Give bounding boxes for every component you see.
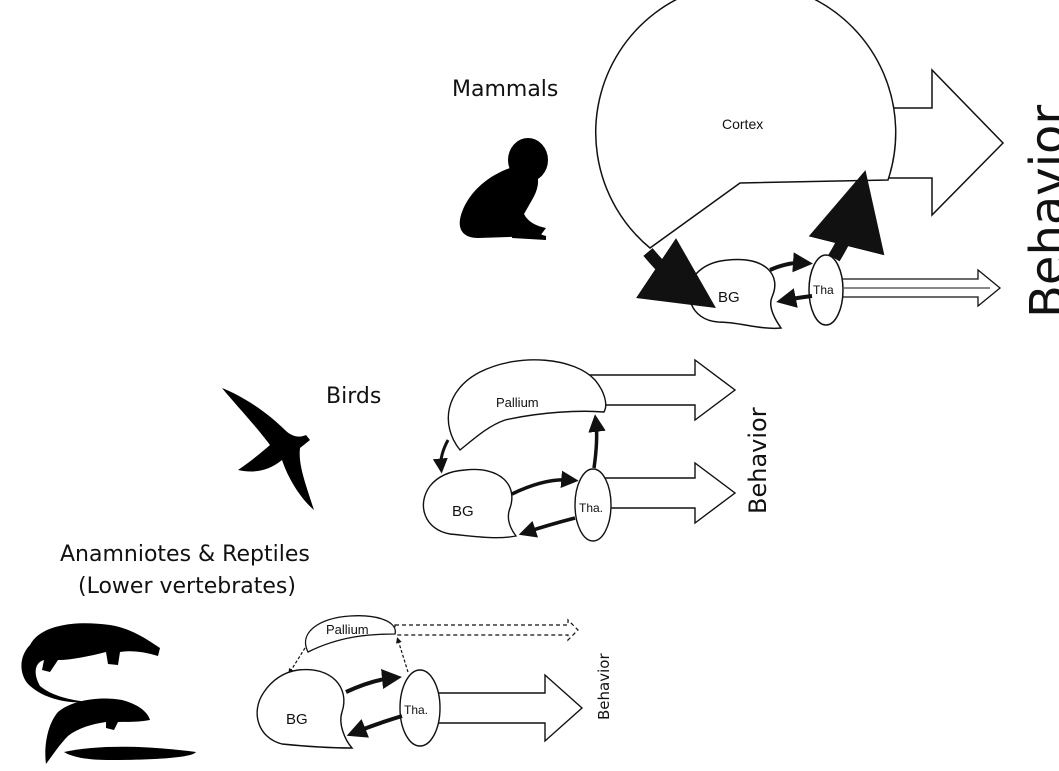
monkey-silhouette-icon bbox=[459, 138, 548, 240]
salamander-silhouette-icon bbox=[45, 698, 151, 764]
birds-tha-to-bg-arrow bbox=[518, 516, 576, 538]
birds-pallium-shape bbox=[447, 359, 607, 451]
mammals-group: Cortex BG Tha bbox=[459, 0, 1005, 330]
mammals-bg-to-tha-arrow bbox=[769, 252, 813, 273]
birds-bg-shape bbox=[422, 468, 518, 539]
birds-group: Pallium BG Tha. bbox=[222, 358, 737, 542]
mammals-cortex-label: Cortex bbox=[722, 116, 763, 132]
lower-pallium-label: Pallium bbox=[326, 622, 369, 637]
birds-tha-to-pallium-arrow bbox=[588, 414, 606, 469]
mammals-cortex-shape bbox=[594, 0, 897, 249]
birds-pallium-to-bg-arrow bbox=[432, 439, 450, 474]
birds-bg-label: BG bbox=[452, 503, 474, 520]
mammals-cortex-to-bg-arrow bbox=[636, 238, 716, 308]
lower-group: Pallium BG Tha. bbox=[21, 615, 584, 764]
birds-tha-label: Tha. bbox=[579, 501, 603, 515]
birds-bg-to-tha-arrow bbox=[511, 470, 579, 496]
lower-tha-label: Tha. bbox=[404, 703, 428, 717]
birds-thalamus-output-arrow bbox=[599, 461, 737, 525]
lower-pallium-to-bg-arrow bbox=[288, 647, 306, 675]
birds-pallium-label: Pallium bbox=[496, 395, 539, 410]
mammals-title: Mammals bbox=[452, 77, 559, 102]
lower-tha-to-bg-arrow bbox=[346, 714, 403, 738]
lower-tha-to-pallium-arrow bbox=[396, 637, 409, 673]
mammals-bg-label: BG bbox=[718, 289, 740, 306]
lower-pallium-output-arrow bbox=[394, 618, 579, 642]
eel-silhouette-icon bbox=[64, 746, 196, 760]
lower-pallium-shape bbox=[305, 615, 396, 653]
lower-title-line2: (Lower vertebrates) bbox=[78, 574, 296, 599]
lower-bg-label: BG bbox=[286, 711, 308, 728]
bird-silhouette-icon bbox=[222, 388, 314, 510]
lower-bg-to-tha-arrow bbox=[345, 669, 402, 694]
lower-title-line1: Anamniotes & Reptiles bbox=[60, 542, 310, 567]
lower-bg-shape bbox=[256, 668, 354, 749]
mammals-tha-to-cortex-arrow bbox=[808, 170, 885, 262]
lizard-silhouette-icon bbox=[21, 623, 161, 703]
mammals-tha-label: Tha bbox=[813, 283, 834, 297]
lower-tha-shape bbox=[399, 669, 441, 747]
birds-tha-shape bbox=[574, 468, 612, 542]
mammals-tha-to-bg-arrow bbox=[776, 288, 813, 308]
birds-title: Birds bbox=[326, 384, 382, 409]
